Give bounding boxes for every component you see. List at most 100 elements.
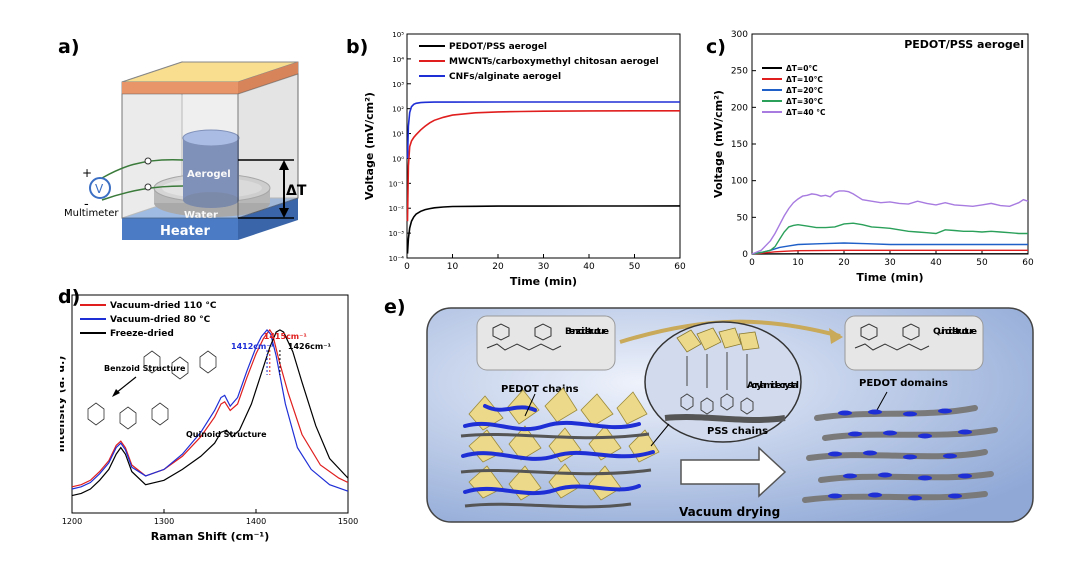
legend-label: MWCNTs/carboxymethyl chitosan aerogel [449,57,659,67]
setup-schematic: Heater Water Aerogel V + - Multimeter ΔT [64,61,307,240]
x-tick-label: 10 [792,258,804,268]
series-line [71,328,349,488]
y-axis-label: Voltage (mV/cm²) [363,92,376,200]
y-tick-label: 50 [737,213,749,223]
series-line [751,249,1028,255]
x-tick-label: 30 [538,262,550,272]
panel-label-e: e) [384,296,406,318]
box-front [121,93,239,219]
voltmeter-symbol: V [95,182,104,196]
x-tick-label: 40 [583,262,595,272]
minus-sign: - [84,197,89,212]
x-tick-label: 60 [674,262,686,272]
panel-label-c: c) [706,36,726,58]
x-tick-label: 50 [976,258,988,268]
x-tick-label: 20 [838,258,850,268]
aerogel-cylinder [183,138,239,200]
legend-label: ΔT=10°C [786,75,823,84]
x-tick-label: 1200 [62,517,82,526]
peak-annotation: 1415cm⁻¹ [264,332,308,341]
legend-label: Freeze-dried [110,329,174,339]
acrylamide-label: Acrylamide crystal [747,381,799,391]
plot-frame [406,33,681,259]
voltmeter-icon [89,177,111,199]
vacuum-drying-label: Vacuum drying [679,505,780,519]
y-tick-label: 200 [731,103,748,113]
molecule-ring [143,350,161,374]
peak-annotation: 1412cm⁻¹ [231,342,275,351]
x-tick-label: 0 [749,258,755,268]
chart-b-voltage-log: 0 10 20 30 40 50 60 10⁻⁴ 10⁻³ 10⁻² 10⁻¹ 10⁰ 10¹ 10² 10… [363,31,686,288]
quinoid-box [844,315,984,371]
y-tick-label: 10⁴ [392,56,404,64]
wire-top [101,158,184,179]
y-tick-label: 10⁻⁴ [389,255,405,263]
benzoid-structure-label: Benzoid Structure [104,364,186,373]
aerogel-label: Aerogel [187,169,231,180]
heater-plate-front [122,218,238,240]
y-tick-label: 250 [731,67,748,77]
x-axis-label: Time (min) [510,275,577,288]
molecule-ring [87,402,105,426]
legend-label: PEDOT/PSS aerogel [449,42,547,52]
y-tick-label: 0 [742,250,748,260]
y-tick-label: 10⁻² [389,205,405,213]
plus-sign: + [82,166,92,180]
panel-label-b: b) [346,36,369,58]
y-tick-label: 10⁻¹ [389,180,405,188]
x-tick-label: 40 [930,258,942,268]
y-tick-label: 10² [392,106,404,114]
magnifier-circle [644,321,802,443]
legend-label: ΔT=0°C [786,64,818,73]
peak-annotation: 1426cm⁻¹ [288,342,332,351]
wire-bottom [101,185,184,201]
pss-chains-label: PSS chains [707,426,768,437]
mechanism-diagram: Benzoid structure Quinoid structure Acry… [426,307,1034,523]
molecule-ring [119,406,137,430]
series-line [751,190,1029,255]
y-tick-label: 300 [731,30,748,40]
y-tick-label: 10⁰ [392,155,404,163]
chart-title: PEDOT/PSS aerogel [904,38,1024,51]
x-tick-label: 20 [492,262,504,272]
plot-frame [71,294,349,514]
structure-arrow [115,376,137,394]
x-tick-label: 30 [884,258,896,268]
legend-label: ΔT=30°C [786,97,823,106]
legend-label: ΔT=20°C [786,86,823,95]
pedot-chains-label: PEDOT chains [501,384,579,395]
multimeter-label: Multimeter [64,208,119,219]
y-tick-label: 10⁻³ [389,230,405,238]
panel-label-a: a) [58,36,80,58]
panel-label-d: d) [58,286,81,308]
structure-arrow-head [112,389,120,397]
x-tick-label: 1300 [154,517,174,526]
x-tick-label: 1400 [246,517,266,526]
benzoid-label: Benzoid structure [565,327,609,337]
molecule-ring [151,402,169,426]
x-tick-label: 60 [1022,258,1034,268]
delta-t-label: ΔT [286,183,307,199]
y-tick-label: 10⁵ [392,31,404,39]
x-tick-label: 0 [404,262,410,272]
y-tick-label: 150 [731,140,748,150]
legend-label: Vacuum-dried 110 °C [110,301,217,311]
series-line [406,101,680,159]
series-line [71,328,349,492]
y-tick-label: 10³ [392,81,404,89]
x-tick-label: 50 [629,262,641,272]
series-line [406,205,681,254]
y-tick-label: 10¹ [392,131,404,139]
molecule-ring [171,356,189,380]
y-axis-label: Voltage (mV/cm²) [712,90,725,198]
x-tick-label: 10 [447,262,459,272]
y-axis-label: Intensity (a. u.) [60,356,67,453]
legend-label: ΔT=40 °C [786,108,826,117]
x-tick-label: 1500 [338,517,358,526]
pedot-domains-label: PEDOT domains [859,378,948,389]
benzoid-box [476,315,616,371]
x-axis-label: Time (min) [856,271,923,284]
legend-label: Vacuum-dried 80 °C [110,315,211,325]
